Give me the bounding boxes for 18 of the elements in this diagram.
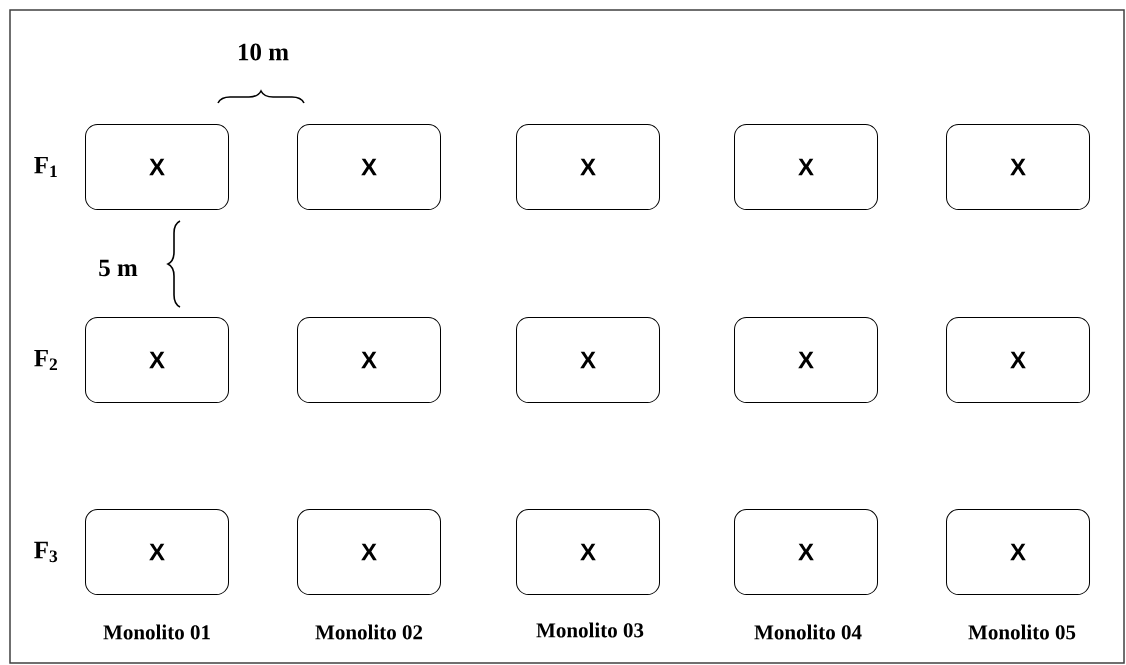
plot-box: X [516, 317, 660, 403]
plot-box: X [297, 509, 441, 595]
column-label: Monolito 01 [103, 624, 210, 640]
plot-box: X [946, 317, 1090, 403]
plot-box: X [85, 124, 229, 210]
plot-box: X [734, 124, 878, 210]
plot-box: X [297, 317, 441, 403]
plot-box: X [297, 124, 441, 210]
plot-box: X [516, 124, 660, 210]
dimension-label: 10 m [239, 43, 289, 61]
plot-box: X [734, 317, 878, 403]
plot-box: X [946, 124, 1090, 210]
dimension-label: 5 m [99, 259, 138, 277]
plot-box: X [85, 317, 229, 403]
plot-box: X [734, 509, 878, 595]
plot-box: X [946, 509, 1090, 595]
plot-box: X [85, 509, 229, 595]
plot-box: X [516, 509, 660, 595]
